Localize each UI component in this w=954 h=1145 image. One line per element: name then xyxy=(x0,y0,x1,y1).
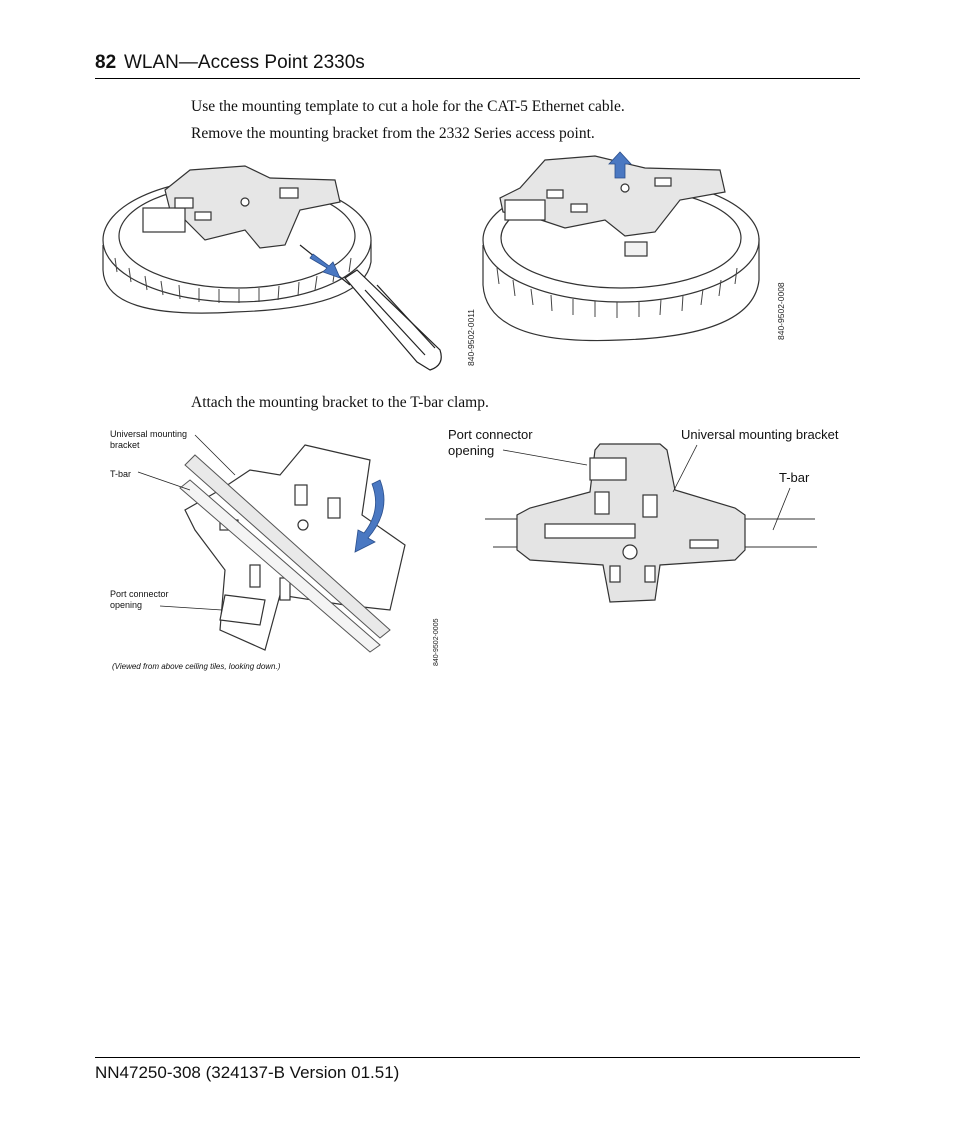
label-port-connector-opening: Port connector opening xyxy=(110,589,169,610)
arrow-up-icon xyxy=(608,151,632,179)
callout-leaders xyxy=(502,444,791,531)
figure-attach-bracket-angled xyxy=(137,434,406,653)
footer-rule xyxy=(95,1057,860,1058)
page-title: WLAN—Access Point 2330s xyxy=(124,52,365,73)
t-bar-icon xyxy=(179,454,391,653)
label-port-connector-opening: Port connector opening xyxy=(448,427,533,458)
figure-remove-bracket-lift xyxy=(482,151,760,342)
instruction-cut-hole: Use the mounting template to cut a hole … xyxy=(191,98,625,115)
label-universal-mounting-bracket: Universal mounting bracket xyxy=(110,429,188,450)
callout-leaders xyxy=(137,434,236,611)
page-number: 82 xyxy=(95,52,117,73)
figure-remove-bracket-screwdriver xyxy=(102,165,442,371)
instruction-remove-bracket: Remove the mounting bracket from the 233… xyxy=(191,125,595,142)
label-t-bar: T-bar xyxy=(779,470,810,485)
figure-caption: (Viewed from above ceiling tiles, lookin… xyxy=(112,662,281,671)
arrow-icon xyxy=(309,253,341,279)
label-t-bar: T-bar xyxy=(110,469,132,479)
mounting-bracket-icon xyxy=(142,165,341,249)
document-id: NN47250-308 (324137-B Version 01.51) xyxy=(95,1063,400,1082)
page-header: 82 WLAN—Access Point 2330s xyxy=(95,48,860,80)
figure-code: 840-9502-0005 xyxy=(433,618,440,667)
mounting-bracket-icon xyxy=(516,443,746,603)
figure-attach-bracket-front xyxy=(485,443,817,603)
label-universal-mounting-bracket: Universal mounting bracket xyxy=(681,427,839,442)
instruction-attach-bracket: Attach the mounting bracket to the T-bar… xyxy=(191,394,489,411)
screwdriver-icon xyxy=(299,244,442,371)
figure-code: 840-9502-0008 xyxy=(776,282,786,340)
header-rule xyxy=(95,78,860,79)
mounting-bracket-icon xyxy=(499,155,726,237)
curved-arrow-icon xyxy=(354,479,385,553)
